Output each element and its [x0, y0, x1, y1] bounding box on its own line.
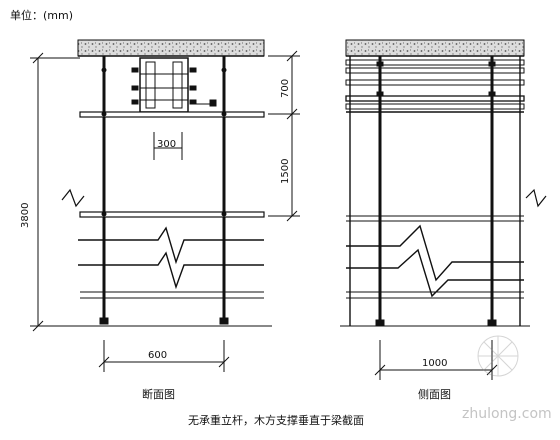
- right-concrete-slab: [345, 39, 525, 57]
- right-break-line: [346, 224, 524, 282]
- left-break-line: [78, 226, 264, 265]
- beam-depth-label: 700: [280, 79, 291, 98]
- total-height-label: 3800: [20, 203, 31, 228]
- watermark-text: zhulong.com: [462, 406, 552, 422]
- side-view: [340, 39, 547, 327]
- section-caption: 断面图: [142, 387, 175, 401]
- side-caption: 侧面图: [418, 388, 451, 401]
- figure-title: 无承重立杆，木方支撑垂直于梁截面: [188, 413, 364, 427]
- watermark-logo: [477, 335, 519, 377]
- left-concrete-slab: [77, 39, 265, 57]
- section-view: [61, 39, 272, 327]
- spacing-dimension: [374, 340, 498, 380]
- total-height-dimension: [30, 52, 80, 332]
- beam-width-label: 300: [157, 139, 176, 150]
- spacing-label: 1000: [422, 358, 447, 369]
- base-width-dimension: [98, 340, 230, 372]
- vertical-dimensions: [268, 50, 300, 222]
- unit-label: 单位：(mm): [10, 8, 73, 22]
- base-width-label: 600: [148, 350, 167, 361]
- upper-span-label: 1500: [280, 159, 291, 184]
